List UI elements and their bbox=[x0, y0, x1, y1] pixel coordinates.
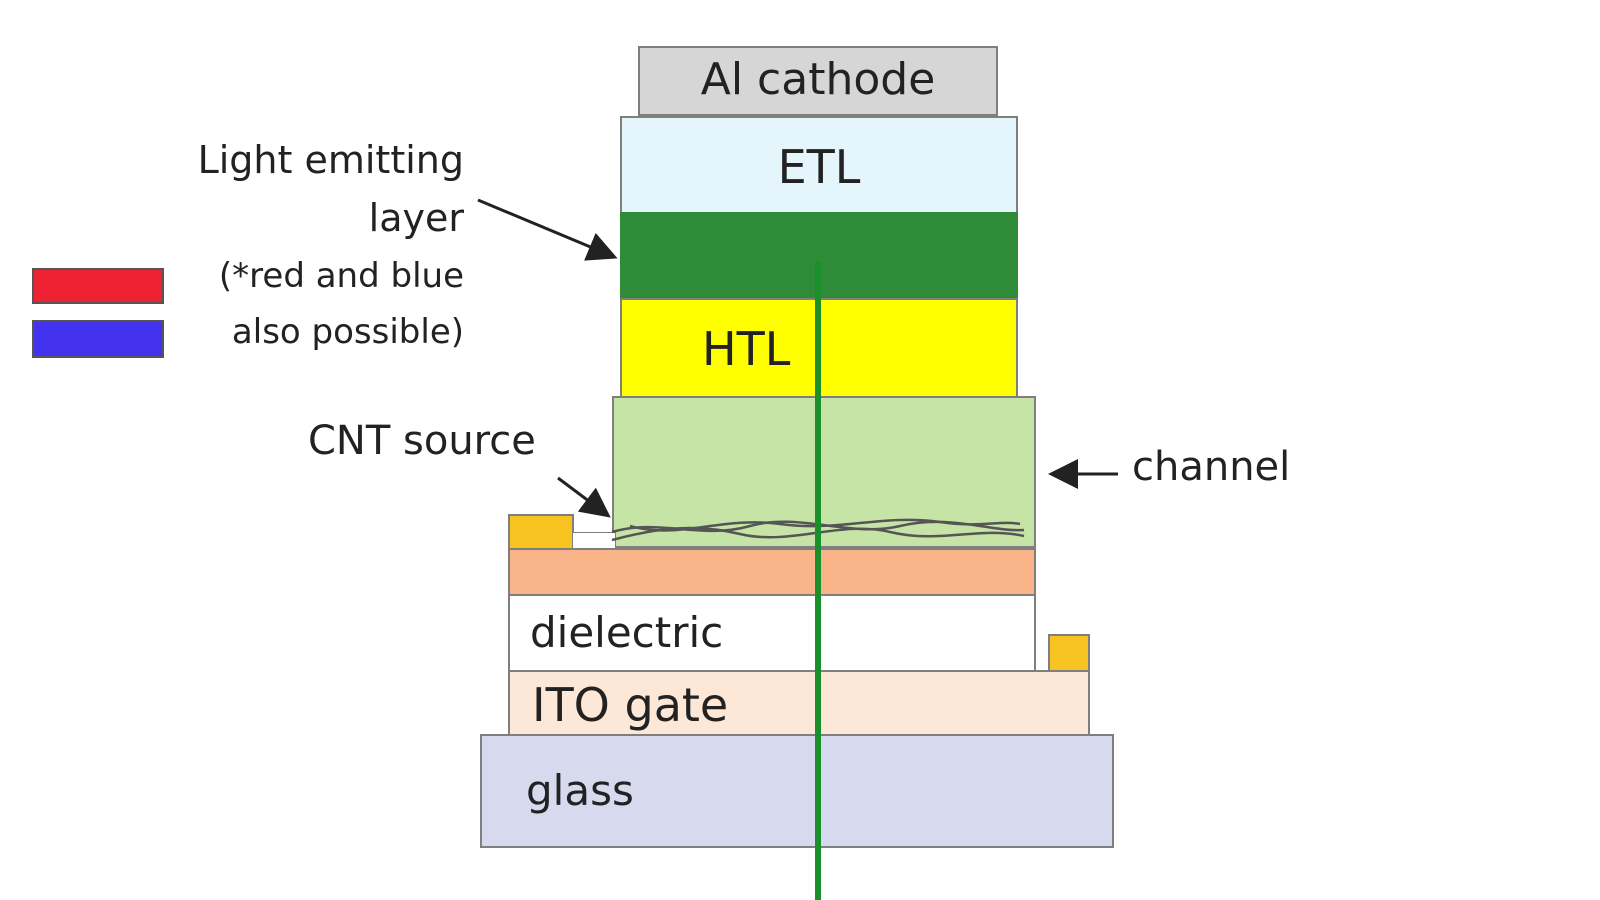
legend-blue-swatch bbox=[32, 320, 164, 358]
channel-layer bbox=[612, 396, 1036, 548]
glass-layer: glass bbox=[480, 734, 1114, 848]
al-cathode-layer: Al cathode bbox=[638, 46, 998, 116]
ito-gate-layer: ITO gate bbox=[508, 670, 1090, 736]
glass-label: glass bbox=[526, 766, 634, 815]
cnt-source-label: CNT source bbox=[308, 418, 536, 464]
dielectric-layer: dielectric bbox=[508, 594, 1036, 672]
dielectric-label: dielectric bbox=[530, 608, 724, 657]
cnt-source-arrow bbox=[557, 476, 611, 518]
htl-layer: HTL bbox=[620, 298, 1018, 398]
light-emitting-label-line4: also possible) bbox=[231, 312, 464, 352]
light-emitting-label-line2: layer bbox=[368, 196, 464, 240]
ito-gate-label: ITO gate bbox=[532, 678, 729, 732]
light-emitting-label-line3: (*red and blue bbox=[218, 256, 464, 296]
gate-contact bbox=[1048, 634, 1090, 674]
legend-red-swatch bbox=[32, 268, 164, 304]
emitting-layer bbox=[620, 212, 1018, 300]
orange-layer bbox=[508, 548, 1036, 596]
etl-label: ETL bbox=[777, 140, 861, 194]
channel-label: channel bbox=[1132, 444, 1291, 490]
source-contact bbox=[508, 514, 574, 552]
etl-layer: ETL bbox=[620, 116, 1018, 214]
al-cathode-label: Al cathode bbox=[700, 54, 936, 105]
htl-label: HTL bbox=[702, 322, 791, 376]
emitting-layer-arrow bbox=[477, 198, 618, 261]
light-emitting-label-line1: Light emitting bbox=[197, 138, 464, 182]
